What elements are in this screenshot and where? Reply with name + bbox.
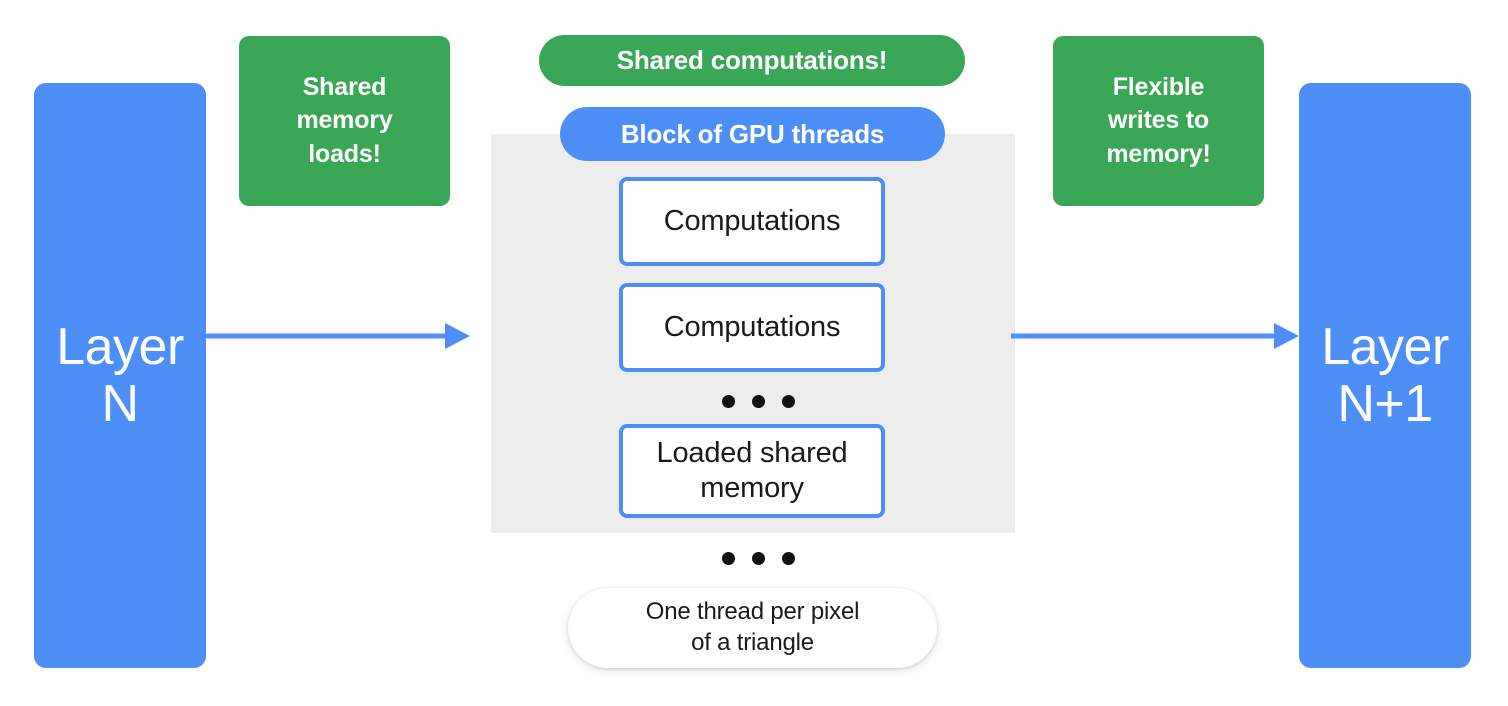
dot-icon: [722, 395, 735, 408]
dot-icon: [782, 395, 795, 408]
layer-n-plus-1-block: Layer N+1: [1299, 83, 1471, 668]
caption-one-thread-per-pixel: One thread per pixel of a triangle: [568, 588, 937, 668]
ellipsis-dots-outer: [722, 552, 795, 565]
callout-shared-memory-loads: Shared memory loads!: [239, 36, 450, 206]
ellipsis-dots-inner: [722, 395, 795, 408]
callout-flexible-writes-to-memory: Flexible writes to memory!: [1053, 36, 1264, 206]
dot-icon: [752, 395, 765, 408]
pill-block-of-gpu-threads: Block of GPU threads: [560, 107, 945, 161]
thread-card: Computations: [619, 177, 885, 266]
thread-card: Loaded shared memory: [619, 424, 885, 518]
dot-icon: [722, 552, 735, 565]
dot-icon: [752, 552, 765, 565]
dot-icon: [782, 552, 795, 565]
pill-shared-computations: Shared computations!: [539, 35, 965, 86]
thread-card: Computations: [619, 283, 885, 372]
layer-n-block: Layer N: [34, 83, 206, 668]
arrow-block-to-layer-n1: [1011, 322, 1299, 355]
arrow-layer-n-to-block: [205, 322, 470, 355]
